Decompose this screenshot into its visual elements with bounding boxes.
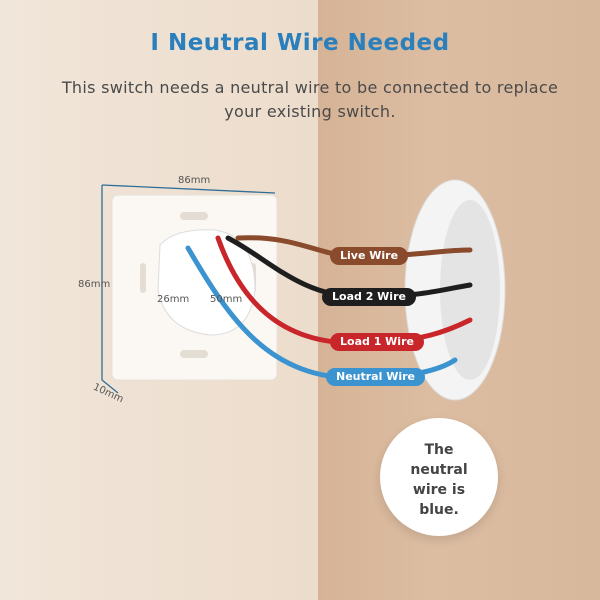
callout-text: The neutral wire is blue. bbox=[410, 442, 468, 518]
dimension-height: 86mm bbox=[78, 279, 111, 290]
page-title: I Neutral Wire Needed bbox=[150, 30, 450, 56]
label-load-1-wire: Load 1 Wire bbox=[330, 333, 424, 351]
label-load-2-wire: Load 2 Wire bbox=[322, 288, 416, 306]
dimension-width: 86mm bbox=[178, 175, 211, 186]
callout-bubble: The neutral wire is blue. bbox=[380, 418, 498, 536]
label-neutral-wire: Neutral Wire bbox=[326, 368, 425, 386]
dimension-inner-diameter: 50mm bbox=[210, 294, 243, 305]
subtitle: This switch needs a neutral wire to be c… bbox=[61, 78, 559, 121]
dimension-inner-depth: 26mm bbox=[157, 294, 190, 305]
label-live-wire: Live Wire bbox=[330, 247, 409, 265]
